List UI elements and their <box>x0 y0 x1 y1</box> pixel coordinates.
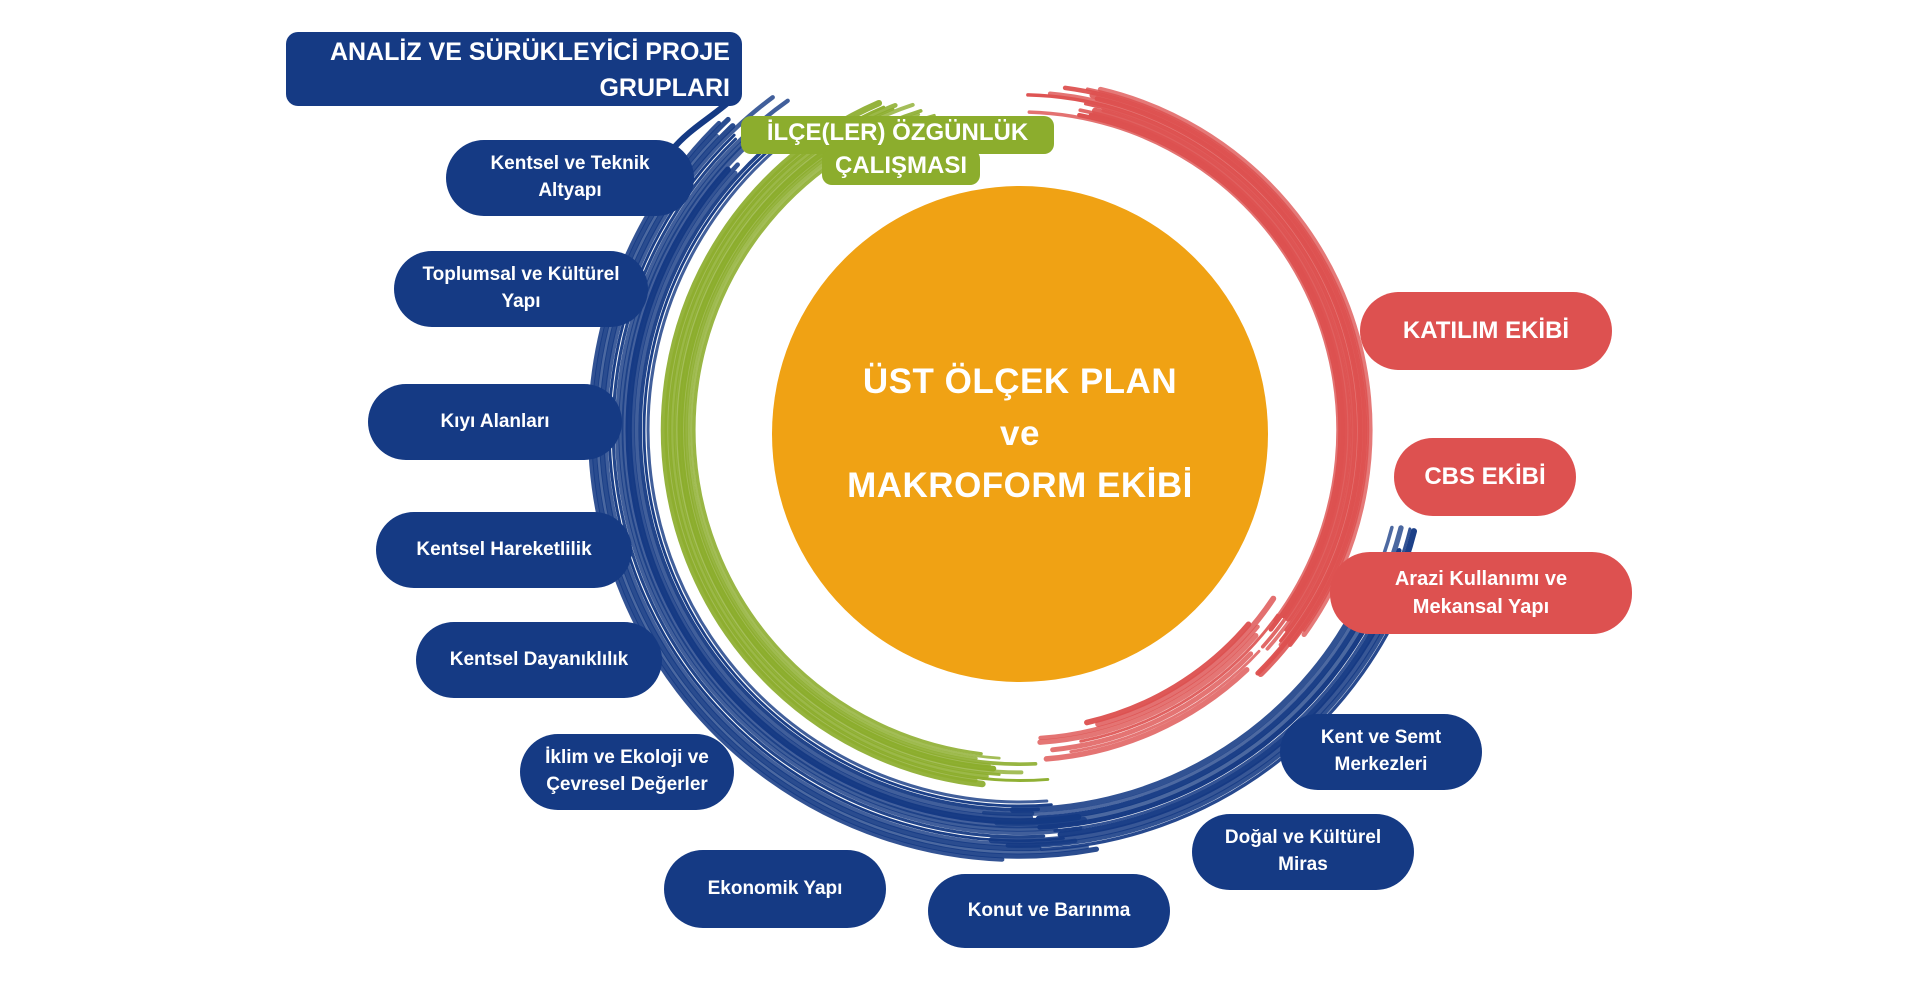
brush-stroke <box>1097 86 1373 638</box>
team-gis: CBS EKİBİ <box>1394 438 1576 516</box>
brush-stroke <box>587 120 1005 862</box>
brush-stroke <box>1027 110 1340 622</box>
brush-stroke <box>638 151 1040 812</box>
brush-stroke <box>677 120 997 772</box>
brush-stroke <box>1077 112 1343 632</box>
group-label-line-2: Çevresel Değerler <box>546 774 708 795</box>
brush-stroke <box>675 102 1024 775</box>
group-label-line-2: Yapı <box>501 291 541 312</box>
brush-stroke <box>603 95 1078 847</box>
green-label-line-2: ÇALIŞMASI <box>835 152 967 179</box>
header-line-2: GRUPLARI <box>599 74 730 102</box>
group-label-line-1: Doğal ve Kültürel <box>1224 827 1382 849</box>
brush-stroke <box>1079 613 1279 743</box>
brush-stroke <box>1069 649 1261 754</box>
group-label-line-2: Merkezleri <box>1334 754 1428 775</box>
brush-stroke <box>1026 93 1358 643</box>
brush-stroke <box>614 98 1083 836</box>
brush-stroke <box>1038 624 1260 741</box>
brush-stroke <box>1043 667 1250 762</box>
group-label-line-2: Altyapı <box>538 180 602 201</box>
brush-stroke <box>669 103 989 779</box>
brush-stroke <box>634 170 1035 816</box>
group-label-line-1: Ekonomik Yapı <box>707 877 843 899</box>
center-title-line-3: MAKROFORM EKİBİ <box>847 466 1193 505</box>
brush-stroke <box>625 166 1082 825</box>
group-label-line-1: Konut ve Barınma <box>967 899 1131 921</box>
brush-stroke <box>621 136 1088 829</box>
brush-stroke <box>660 99 986 788</box>
group-label-line-1: İklim ve Ekoloji ve <box>545 747 709 769</box>
group-label-line-1: Kentsel ve Teknik <box>490 153 650 175</box>
brush-stroke <box>1091 107 1352 622</box>
brush-stroke <box>1037 632 1259 745</box>
group-urban-mobility: Kentsel Hareketlilik <box>376 512 632 588</box>
center-title-line-1: ÜST ÖLÇEK PLAN <box>862 362 1178 401</box>
brush-stroke <box>598 123 1042 852</box>
brush-stroke <box>689 119 1001 760</box>
brush-stroke <box>646 148 1049 804</box>
group-label-line-1: Kentsel Hareketlilik <box>416 538 592 560</box>
brush-stroke <box>1009 576 1373 813</box>
team-label-line-1: Arazi Kullanımı ve <box>1394 568 1568 590</box>
team-label-line-1: KATILIM EKİBİ <box>1402 317 1570 345</box>
green-label-line-1: İLÇE(LER) ÖZGÜNLÜK <box>766 119 1029 146</box>
team-land-use-spatial-structure: Arazi Kullanımı ve Mekansal Yapı <box>1330 552 1632 634</box>
brush-stroke <box>1083 102 1355 632</box>
brush-stroke <box>692 113 983 756</box>
group-label-line-2: Miras <box>1278 854 1328 875</box>
team-label-line-1: CBS EKİBİ <box>1424 463 1546 491</box>
brush-stroke <box>1084 621 1252 726</box>
group-coastal-areas: Kıyı Alanları <box>368 384 622 460</box>
brush-stroke <box>684 109 1038 767</box>
brush-stroke <box>607 133 1065 843</box>
team-label-line-2: Mekansal Yapı <box>1412 596 1550 618</box>
brush-stroke <box>618 127 1059 832</box>
brush-stroke <box>1047 91 1360 647</box>
brush-stroke <box>1101 108 1353 651</box>
group-housing-shelter: Konut ve Barınma <box>928 874 1170 948</box>
brush-stroke <box>1095 595 1277 727</box>
brush-stroke <box>1089 92 1366 677</box>
group-label-line-1: Kentsel Dayanıklılık <box>449 648 629 670</box>
center-title-line-2: ve <box>1000 414 1040 453</box>
group-climate-ecology: İklim ve Ekoloji ve Çevresel Değerler <box>520 734 734 810</box>
group-label-line-1: Toplumsal ve Kültürel <box>422 264 620 286</box>
brush-stroke <box>611 137 1046 839</box>
team-participation: KATILIM EKİBİ <box>1360 292 1612 370</box>
center-team-circle: ÜST ÖLÇEK PLAN ve MAKROFORM EKİBİ <box>772 186 1268 682</box>
brush-stroke <box>1062 85 1368 647</box>
district-uniqueness-label: İLÇE(LER) ÖZGÜNLÜK <box>741 116 1054 154</box>
red-brush-arc <box>1026 85 1373 762</box>
brush-stroke <box>687 112 978 760</box>
green-brush-arc <box>660 99 1050 788</box>
brush-stroke <box>630 162 1034 820</box>
brush-stroke <box>673 107 1001 776</box>
brush-stroke <box>1005 570 1413 848</box>
district-uniqueness-label-2: ÇALIŞMASI <box>822 149 980 185</box>
group-label-line-1: Kıyı Alanları <box>440 410 550 432</box>
group-urban-resilience: Kentsel Dayanıklılık <box>416 622 662 698</box>
brush-stroke <box>1050 651 1254 753</box>
group-economic-structure: Ekonomik Yapı <box>664 850 886 928</box>
brush-stroke <box>642 148 1053 808</box>
brush-stroke <box>1088 112 1346 619</box>
header-line-1: ANALİZ VE SÜRÜKLEYİCİ PROJE <box>329 38 730 66</box>
analysis-groups-header: ANALİZ VE SÜRÜKLEYİCİ PROJE GRUPLARI <box>286 32 742 106</box>
brush-stroke <box>668 105 1050 782</box>
group-label-line-1: Kent ve Semt <box>1320 727 1442 749</box>
